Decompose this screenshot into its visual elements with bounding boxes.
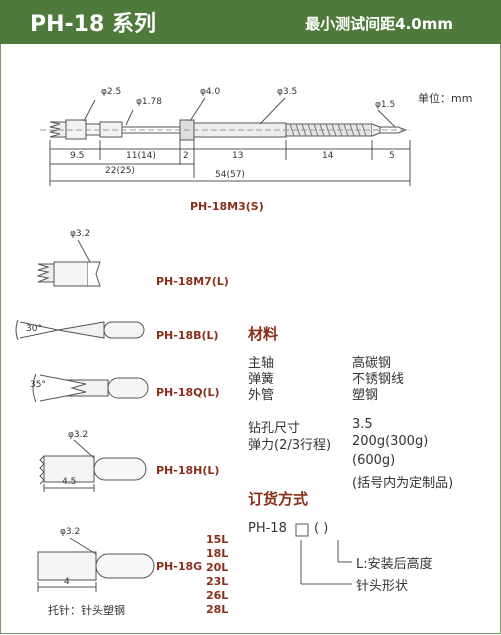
tip-b-drawing xyxy=(15,319,145,341)
order-code-paren: ( ) xyxy=(314,521,329,536)
tip1-dim: φ3.2 xyxy=(70,229,91,239)
tip4-dim2: 4.5 xyxy=(62,477,77,487)
drill-value: 3.5 xyxy=(352,417,373,432)
material-value-1: 高碳钢 xyxy=(352,356,392,371)
dim-14: 14 xyxy=(322,151,334,161)
material-value-3: 塑钢 xyxy=(352,388,379,403)
height-15l: 15L xyxy=(206,533,229,546)
series-title: PH-18 系列 xyxy=(30,12,156,37)
height-20l: 20L xyxy=(206,561,229,574)
dim-d3-5: φ3.5 xyxy=(277,87,298,97)
material-part-1: 主轴 xyxy=(248,356,275,371)
tip3-model: PH-18Q(L) xyxy=(156,386,220,399)
tip-g-drawing xyxy=(37,537,155,592)
dim-54-57: 54(57) xyxy=(215,170,245,180)
materials-heading: 材料 xyxy=(248,325,279,343)
height-26l: 26L xyxy=(206,589,229,602)
tip2-angle: 30° xyxy=(26,324,42,334)
min-pitch-subtitle: 最小测试间距4.0mm xyxy=(305,15,453,33)
tip4-dim: φ3.2 xyxy=(68,430,89,440)
material-part-2: 弹簧 xyxy=(248,372,275,387)
order-height-label: L:安装后高度 xyxy=(356,557,433,572)
order-code-prefix: PH-18 xyxy=(248,521,287,536)
tip-q-drawing xyxy=(32,373,149,403)
dim-5: 5 xyxy=(389,151,395,161)
dim-9-5: 9.5 xyxy=(70,151,85,161)
force-value-custom: (600g) xyxy=(352,453,396,468)
ordering-heading: 订货方式 xyxy=(248,490,309,508)
order-code-diagram xyxy=(295,523,352,585)
tip5-dim: φ3.2 xyxy=(60,527,81,537)
height-28l: 28L xyxy=(206,603,229,616)
holder-note: 托针：针头塑钢 xyxy=(48,604,125,617)
order-tip-label: 针头形状 xyxy=(356,579,409,594)
dim-13: 13 xyxy=(232,151,244,161)
tip4-model: PH-18H(L) xyxy=(156,464,220,477)
tip5-model: PH-18G xyxy=(156,560,203,573)
dim-d2-5: φ2.5 xyxy=(101,87,122,97)
tip5-dim2: 4 xyxy=(64,577,70,587)
unit-label: 单位：mm xyxy=(418,92,473,105)
tip-h-drawing xyxy=(39,439,147,492)
drill-label: 钻孔尺寸 xyxy=(248,421,301,436)
dim-d1-5: φ1.5 xyxy=(375,100,396,110)
force-value: 200g(300g) xyxy=(352,434,429,449)
tip-m7-drawing xyxy=(36,239,101,287)
height-23l: 23L xyxy=(206,575,229,588)
height-18l: 18L xyxy=(206,547,229,560)
tip1-model: PH-18M7(L) xyxy=(156,275,229,288)
tip3-angle: 35° xyxy=(30,380,46,390)
dim-11-14: 11(14) xyxy=(126,151,156,161)
force-label: 弹力(2/3行程) xyxy=(248,438,332,453)
tip2-model: PH-18B(L) xyxy=(156,329,219,342)
main-model-label: PH-18M3(S) xyxy=(190,200,264,213)
dim-22-25: 22(25) xyxy=(105,166,135,176)
main-probe-drawing xyxy=(40,97,411,186)
header-bar: PH-18 系列 最小测试间距4.0mm xyxy=(0,0,501,44)
material-value-2: 不锈钢线 xyxy=(352,372,405,387)
dim-d1-78: φ1.78 xyxy=(136,97,162,107)
dim-2: 2 xyxy=(183,151,189,161)
dim-d4-0: φ4.0 xyxy=(200,87,221,97)
custom-note: (括号内为定制品) xyxy=(352,476,454,491)
material-part-3: 外管 xyxy=(248,388,275,403)
